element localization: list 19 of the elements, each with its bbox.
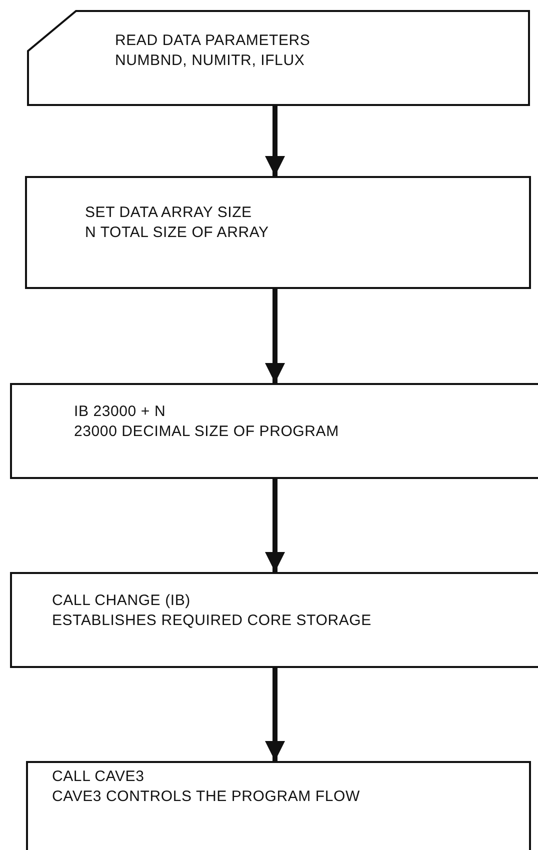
arrow	[265, 668, 285, 761]
process-box	[10, 383, 538, 479]
step-text: CAVE3 CONTROLS THE PROGRAM FLOW	[52, 787, 361, 807]
process-box	[10, 572, 538, 668]
step-text: N TOTAL SIZE OF ARRAY	[85, 222, 270, 242]
process-box	[26, 761, 531, 850]
step-text: NUMBND, NUMITR, IFLUX	[115, 51, 306, 71]
step-text: SET DATA ARRAY SIZE	[85, 202, 253, 222]
process-box	[25, 176, 531, 289]
step-text: ESTABLISHES REQUIRED CORE STORAGE	[52, 611, 372, 631]
arrow	[265, 106, 285, 176]
arrow	[265, 289, 285, 383]
arrow	[265, 479, 285, 572]
step-text: CALL CAVE3	[52, 767, 146, 787]
step-text: 23000 DECIMAL SIZE OF PROGRAM	[74, 422, 340, 442]
step-text: READ DATA PARAMETERS	[115, 31, 312, 51]
step-text: IB 23000 + N	[74, 402, 167, 422]
step-text: CALL CHANGE (IB)	[52, 591, 192, 611]
input-box	[27, 10, 530, 106]
